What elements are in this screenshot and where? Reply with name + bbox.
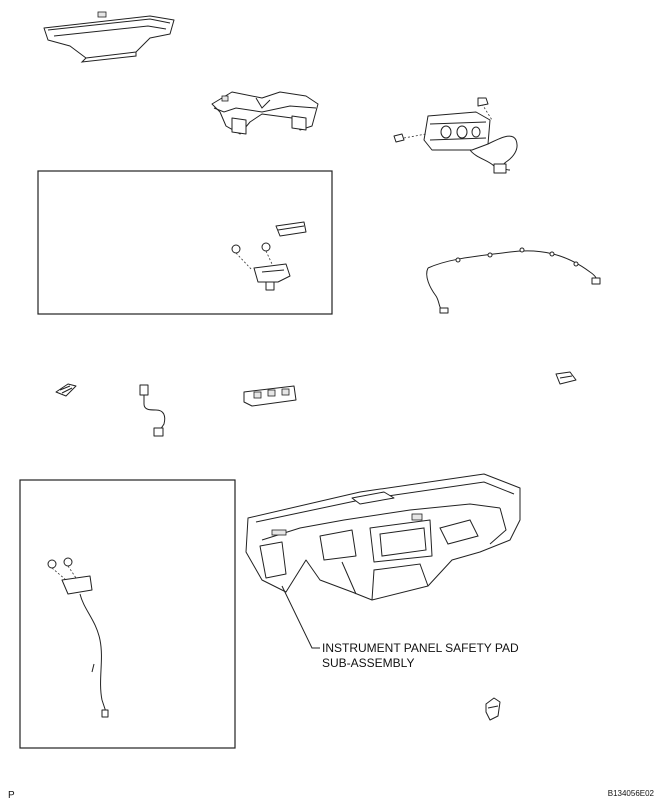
detail-inset-upper bbox=[37, 170, 333, 315]
safety-pad-label-line2: SUB-ASSEMBLY bbox=[322, 656, 414, 670]
passenger-airbag-assembly-icon bbox=[393, 97, 518, 174]
bracket-panel-icon bbox=[243, 385, 297, 407]
sensor-with-lead-icon bbox=[139, 384, 166, 437]
knee-airbag-sensor-harness-icon bbox=[47, 557, 109, 718]
small-vent-clip-icon bbox=[55, 383, 77, 397]
passenger-airbag-cutoff-switch-icon bbox=[231, 221, 307, 291]
figure-code: B134056E02 bbox=[608, 789, 655, 798]
clip-retainer-icon bbox=[485, 697, 501, 721]
corner-marker: P bbox=[8, 790, 15, 801]
detail-inset-lower bbox=[19, 479, 236, 749]
small-cover-icon bbox=[555, 371, 577, 385]
defroster-nozzle-garnish-icon bbox=[43, 11, 175, 63]
wire-harness-icon bbox=[426, 247, 601, 314]
safety-pad-label-line1: INSTRUMENT PANEL SAFETY PAD bbox=[322, 641, 519, 655]
safety-pad-leader-line bbox=[281, 585, 320, 649]
instrument-panel-safety-pad-icon bbox=[245, 473, 521, 601]
defroster-duct-icon bbox=[211, 91, 319, 135]
